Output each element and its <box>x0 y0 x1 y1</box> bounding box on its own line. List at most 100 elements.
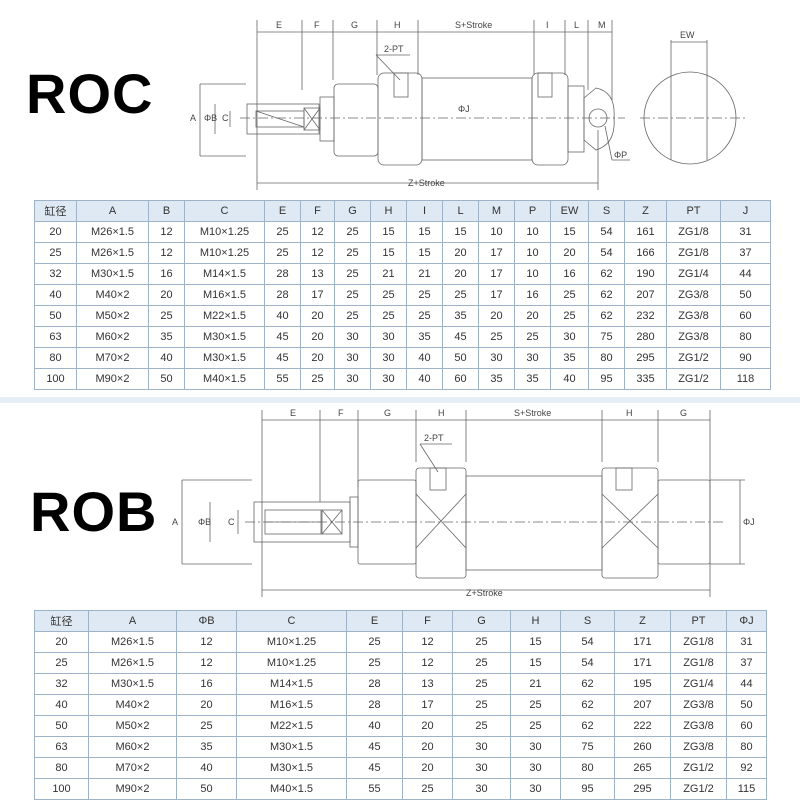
rob-table-cell: 45 <box>346 736 403 758</box>
roc-table-cell: 31 <box>720 221 771 243</box>
roc-table-cell: 25 <box>442 284 479 306</box>
roc-table-cell: 295 <box>624 347 667 369</box>
rob-table-cell: 25 <box>176 715 237 737</box>
rob-table-cell: 25 <box>510 715 561 737</box>
rob-table-cell: 30 <box>510 736 561 758</box>
roc-table-cell: M30×1.5 <box>184 347 265 369</box>
rob-table-cell: 115 <box>726 778 767 800</box>
rob-table-cell: 171 <box>614 631 671 653</box>
rob-table-cell: 50 <box>34 715 89 737</box>
roc-header-cell: S <box>588 200 625 222</box>
roc-table-cell: 25 <box>334 305 371 327</box>
rob-table-cell: 25 <box>34 652 89 674</box>
rob-table-cell: 54 <box>560 652 615 674</box>
roc-table-cell: 16 <box>514 284 551 306</box>
roc-table-cell: 17 <box>300 284 335 306</box>
rob-dim-g2: G <box>680 408 687 418</box>
roc-dim-h: H <box>394 20 401 30</box>
roc-dim-j: ΦJ <box>458 104 470 114</box>
roc-table-cell: 40 <box>406 347 443 369</box>
rob-table-cell: M30×1.5 <box>236 736 347 758</box>
roc-table-cell: 161 <box>624 221 667 243</box>
roc-header-cell: L <box>442 200 479 222</box>
roc-table-cell: 30 <box>370 326 407 348</box>
roc-table-cell: 40 <box>148 347 185 369</box>
rob-header-cell: Z <box>614 610 671 632</box>
roc-table-cell: 80 <box>34 347 77 369</box>
rob-table-cell: M10×1.25 <box>236 631 347 653</box>
rob-section: ROB <box>0 402 800 800</box>
rob-table-cell: 17 <box>402 694 453 716</box>
roc-table-cell: 35 <box>406 326 443 348</box>
roc-header-cell: M <box>478 200 515 222</box>
rob-table-cell: 45 <box>346 757 403 779</box>
rob-table-cell: 222 <box>614 715 671 737</box>
roc-table-cell: 30 <box>478 347 515 369</box>
rob-table-cell: 20 <box>402 736 453 758</box>
roc-table-cell: 25 <box>334 263 371 285</box>
rob-table-cell: 20 <box>176 694 237 716</box>
rob-table-cell: 30 <box>452 778 511 800</box>
roc-dim-c: C <box>222 113 229 123</box>
roc-table-cell: 207 <box>624 284 667 306</box>
rob-dim-e: E <box>290 408 296 418</box>
roc-header-cell: 缸径 <box>34 200 77 222</box>
roc-table-cell: 15 <box>370 221 407 243</box>
roc-table-cell: 25 <box>550 284 589 306</box>
roc-table-cell: 10 <box>514 242 551 264</box>
rob-table-cell: 62 <box>560 673 615 695</box>
rob-table-cell: 25 <box>452 652 511 674</box>
rob-table-cell: M30×1.5 <box>236 757 347 779</box>
roc-header-cell: A <box>76 200 149 222</box>
rob-header-cell: PT <box>670 610 727 632</box>
roc-table-cell: 118 <box>720 368 771 390</box>
rob-table-cell: 25 <box>452 715 511 737</box>
rob-table-cell: 55 <box>346 778 403 800</box>
rob-dim-j: ΦJ <box>743 517 755 527</box>
roc-table-cell: 50 <box>148 368 185 390</box>
roc-dim-ew: EW <box>680 30 695 40</box>
roc-table-cell: M30×1.5 <box>76 263 149 285</box>
roc-dim-p: ΦP <box>614 150 627 160</box>
roc-table-cell: 25 <box>514 326 551 348</box>
roc-table-cell: M30×1.5 <box>184 326 265 348</box>
roc-table-cell: 12 <box>148 221 185 243</box>
roc-table-cell: M90×2 <box>76 368 149 390</box>
roc-table-cell: M14×1.5 <box>184 263 265 285</box>
rob-table-cell: M40×1.5 <box>236 778 347 800</box>
roc-table-cell: 54 <box>588 242 625 264</box>
rob-table-cell: 35 <box>176 736 237 758</box>
roc-table-cell: 30 <box>370 347 407 369</box>
rob-table-cell: 25 <box>452 631 511 653</box>
rob-table-cell: 207 <box>614 694 671 716</box>
roc-table-cell: ZG1/8 <box>666 242 721 264</box>
roc-table-cell: 20 <box>148 284 185 306</box>
rob-table-cell: 62 <box>560 715 615 737</box>
roc-table-cell: 60 <box>442 368 479 390</box>
rob-table-cell: 28 <box>346 694 403 716</box>
rob-table-cell: 25 <box>452 694 511 716</box>
rob-table-cell: 12 <box>176 631 237 653</box>
roc-table-cell: 20 <box>300 347 335 369</box>
roc-table-cell: 37 <box>720 242 771 264</box>
roc-table-cell: 45 <box>442 326 479 348</box>
rob-table-cell: 20 <box>402 715 453 737</box>
rob-table-cell: 171 <box>614 652 671 674</box>
roc-table-cell: 166 <box>624 242 667 264</box>
rob-dim-c: C <box>228 517 235 527</box>
roc-header-cell: B <box>148 200 185 222</box>
rob-table-cell: 75 <box>560 736 615 758</box>
rob-table-cell: M70×2 <box>88 757 177 779</box>
roc-table-cell: 35 <box>478 368 515 390</box>
rob-table-cell: 13 <box>402 673 453 695</box>
roc-table-cell: 60 <box>720 305 771 327</box>
rob-table-cell: 80 <box>34 757 89 779</box>
rob-table-cell: M40×2 <box>88 694 177 716</box>
roc-header-cell: Z <box>624 200 667 222</box>
roc-dim-g: G <box>351 20 358 30</box>
rob-table-cell: 15 <box>510 652 561 674</box>
